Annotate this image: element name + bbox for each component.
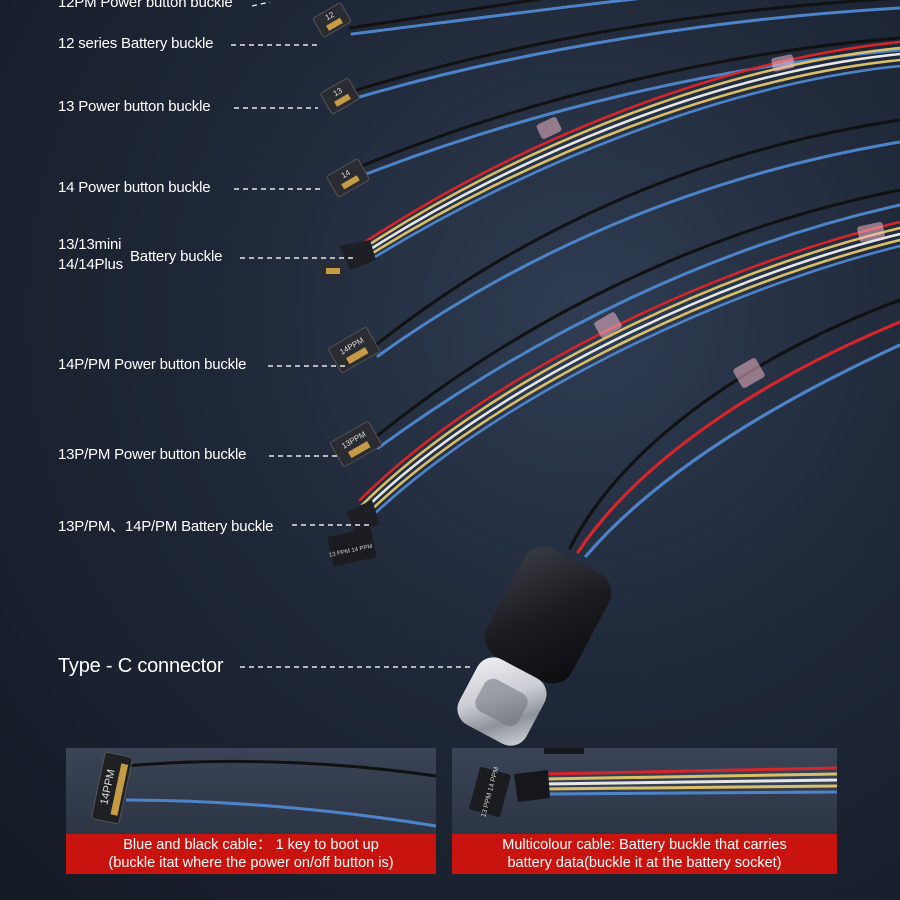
connector-13: 13 (320, 77, 360, 115)
label-14-power-button: 14 Power button buckle (58, 179, 211, 196)
label-14-14plus: 14/14Plus (58, 256, 123, 273)
label-13ppm-power-button: 13P/PM Power button buckle (58, 446, 247, 463)
power-cable-closeup: 14PPM (91, 751, 436, 828)
label-13ppm-14ppm-battery: 13P/PM、14P/PM Battery buckle (58, 518, 274, 535)
connector-13ppm: 13PPM (330, 421, 382, 467)
battery-connector-13ppm: 13 PPM 14 PPM (327, 500, 380, 566)
label-14ppm-power-button: 14P/PM Power button buckle (58, 356, 247, 373)
label-typec-connector: Type - C connector (58, 655, 224, 677)
power-cable-caption-line1: Blue and black cable： 1 key to boot up (123, 837, 379, 853)
connector-12: 12 (312, 2, 352, 38)
typec-cable-wires (568, 298, 900, 558)
battery-cable-caption-line1: Multicolour cable: Battery buckle that c… (502, 837, 787, 853)
detail-panel-battery-cable: 13 PPM 14 PPM Multicolour cable: Battery… (452, 748, 837, 874)
label-12-series-battery: 12 series Battery buckle (58, 35, 214, 52)
label-12pm-power-button: 12PM Power button buckle (58, 0, 233, 11)
battery-connector-13 (322, 240, 376, 278)
cable-sleeves (536, 54, 885, 388)
label-13-power-button: 13 Power button buckle (58, 98, 211, 115)
leader-lines (231, 1, 470, 668)
battery-cable-caption-line2: battery data(buckle it at the battery so… (507, 855, 782, 871)
battery-cable-wires (358, 40, 900, 522)
battery-cable-closeup: 13 PPM 14 PPM (469, 748, 837, 818)
detail-panel-power-cable: 14PPM Blue and black cable： 1 key to boo… (66, 748, 436, 874)
power-cable-caption: Blue and black cable： 1 key to boot up (… (66, 834, 436, 874)
connector-14: 14 (326, 158, 370, 198)
battery-cable-caption: Multicolour cable: Battery buckle that c… (452, 834, 837, 874)
label-13-battery-buckle: Battery buckle (130, 248, 223, 265)
power-cable-caption-line2: (buckle itat where the power on/off butt… (108, 855, 394, 871)
connector-14ppm: 14PPM (328, 327, 380, 373)
typec-plug (457, 546, 612, 746)
label-13-13mini: 13/13mini (58, 236, 122, 253)
